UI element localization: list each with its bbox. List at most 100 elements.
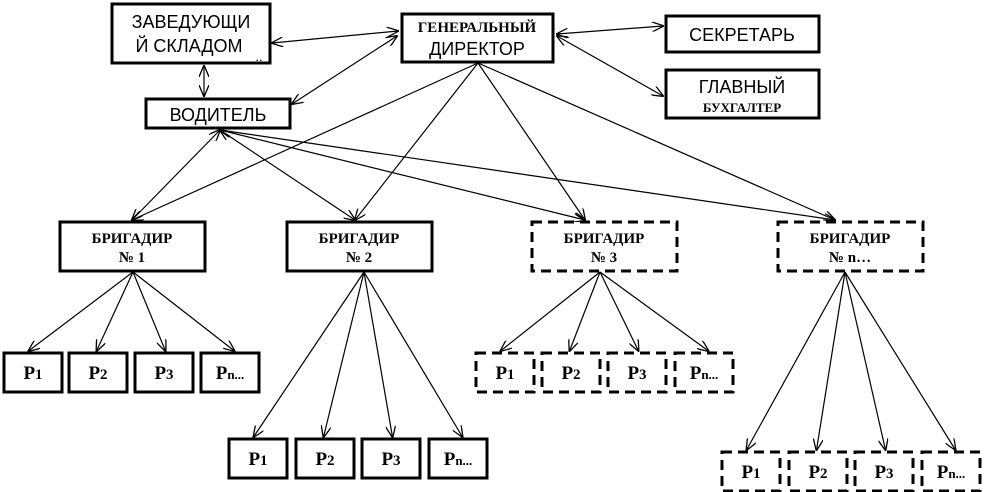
worker-box-4-4-frame [920, 450, 982, 492]
worker-box-3-4[interactable]: Рn... [673, 351, 735, 394]
worker-letter: Р [741, 462, 753, 483]
worker-label: Рn... [216, 363, 245, 384]
arrow-foreman-1-worker-4 [132, 271, 235, 351]
arrow-foreman-3-worker-4 [599, 271, 709, 351]
worker-index: n... [227, 367, 244, 382]
arrow-warehouse-director [272, 31, 398, 43]
worker-index: n... [948, 466, 965, 481]
worker-box-1-4[interactable]: Рn... [199, 351, 261, 394]
worker-box-3-1[interactable]: Р1 [474, 351, 536, 394]
worker-box-3-3[interactable]: Р3 [606, 351, 668, 394]
worker-box-4-1-frame [720, 450, 782, 492]
worker-box-3-2[interactable]: Р2 [540, 351, 602, 394]
arrow-foreman-2-worker-2 [324, 271, 365, 437]
worker-label: Р2 [808, 462, 827, 483]
warehouse-manager-box[interactable]: ЗАВЕДУЮЩИ Й СКЛАДОМ.. [110, 2, 272, 65]
box-mark: .. [255, 49, 262, 64]
worker-box-2-4[interactable]: Рn... [427, 437, 489, 480]
worker-box-3-1-frame [474, 351, 536, 394]
arrow-driver-foreman-1 [132, 130, 220, 220]
worker-box-2-3-frame [360, 437, 422, 480]
worker-box-4-1[interactable]: Р1 [720, 450, 782, 492]
worker-box-4-2[interactable]: Р2 [787, 450, 849, 492]
box-label: БУХГАЛТЕР [703, 100, 781, 115]
worker-box-2-1-frame [227, 437, 289, 480]
foreman-box-1-frame [58, 220, 207, 273]
foreman-label: БРИГАДИР [92, 231, 173, 247]
worker-index: 2 [820, 466, 828, 482]
foreman-label: БРИГАДИР [564, 231, 645, 247]
worker-box-1-1-frame [2, 351, 64, 394]
worker-label: Рn... [937, 462, 966, 483]
worker-letter: Р [315, 449, 327, 470]
foreman-box-1[interactable]: БРИГАДИР № 1 [58, 220, 207, 273]
worker-label: Р2 [315, 449, 334, 470]
worker-label: Р3 [381, 449, 400, 470]
worker-label: Р1 [495, 363, 514, 384]
worker-letter: Р [808, 462, 820, 483]
arrow-foreman-1-worker-3 [132, 271, 166, 351]
chief-accountant-box-frame [664, 68, 821, 120]
worker-letter: Р [690, 363, 702, 384]
worker-letter: Р [216, 363, 228, 384]
warehouse-manager-box-frame [110, 2, 272, 65]
worker-box-2-2-frame [294, 437, 356, 480]
box-label: СЕКРЕТАРЬ [689, 25, 795, 45]
worker-index: 3 [639, 367, 647, 383]
foreman-label: БРИГАДИР [810, 231, 891, 247]
worker-box-4-2-frame [787, 450, 849, 492]
worker-box-2-1[interactable]: Р1 [227, 437, 289, 480]
foreman-number: № 1 [119, 250, 145, 266]
worker-letter: Р [561, 363, 573, 384]
worker-letter: Р [937, 462, 949, 483]
worker-index: 2 [573, 367, 581, 383]
arrow-director-foreman-1 [132, 62, 479, 220]
worker-letter: Р [381, 449, 393, 470]
arrow-director-accountant [557, 36, 663, 96]
arrow-foreman-3-worker-1 [501, 271, 601, 351]
arrow-director-driver [292, 36, 397, 104]
worker-index: 1 [753, 466, 761, 482]
worker-label: Р1 [248, 449, 267, 470]
worker-box-2-3[interactable]: Р3 [360, 437, 422, 480]
worker-box-3-2-frame [540, 351, 602, 394]
arrow-driver-foreman-4 [220, 130, 835, 220]
worker-box-4-4[interactable]: Рn... [920, 450, 982, 492]
worker-label: Р3 [627, 363, 646, 384]
arrow-foreman-2-worker-1 [254, 271, 365, 437]
worker-index: 3 [886, 466, 894, 482]
arrow-foreman-1-worker-1 [29, 271, 134, 351]
box-label: ВОДИТЕЛЬ [170, 105, 267, 125]
arrow-foreman-2-worker-3 [363, 271, 393, 437]
worker-index: 1 [35, 367, 43, 383]
worker-letter: Р [23, 363, 35, 384]
arrow-foreman-4-worker-1 [747, 271, 846, 450]
secretary-box[interactable]: СЕКРЕТАРЬ [664, 14, 821, 54]
worker-box-1-3[interactable]: Р3 [133, 351, 195, 394]
worker-index: 1 [507, 367, 515, 383]
worker-box-1-2[interactable]: Р2 [67, 351, 129, 394]
foreman-box-4-frame [776, 220, 925, 273]
arrow-foreman-1-worker-2 [97, 271, 134, 351]
worker-box-1-1[interactable]: Р1 [2, 351, 64, 394]
box-label: ЗАВЕДУЮЩИ [132, 12, 251, 32]
arrow-foreman-4-worker-3 [844, 271, 886, 450]
driver-box[interactable]: ВОДИТЕЛЬ [144, 97, 292, 130]
worker-box-2-2[interactable]: Р2 [294, 437, 356, 480]
foreman-box-2-frame [285, 220, 434, 273]
worker-letter: Р [495, 363, 507, 384]
worker-box-4-3[interactable]: Р3 [853, 450, 915, 492]
driver-box-frame [144, 97, 292, 130]
worker-index: 3 [166, 367, 174, 383]
box-label: Й СКЛАДОМ [135, 35, 242, 56]
foreman-box-3-frame [530, 220, 679, 273]
worker-box-1-4-frame [199, 351, 261, 394]
arrow-foreman-4-worker-4 [844, 271, 956, 450]
box-label: ГЕНЕРАЛЬНЫЙ [418, 19, 537, 36]
worker-label: Р1 [23, 363, 42, 384]
